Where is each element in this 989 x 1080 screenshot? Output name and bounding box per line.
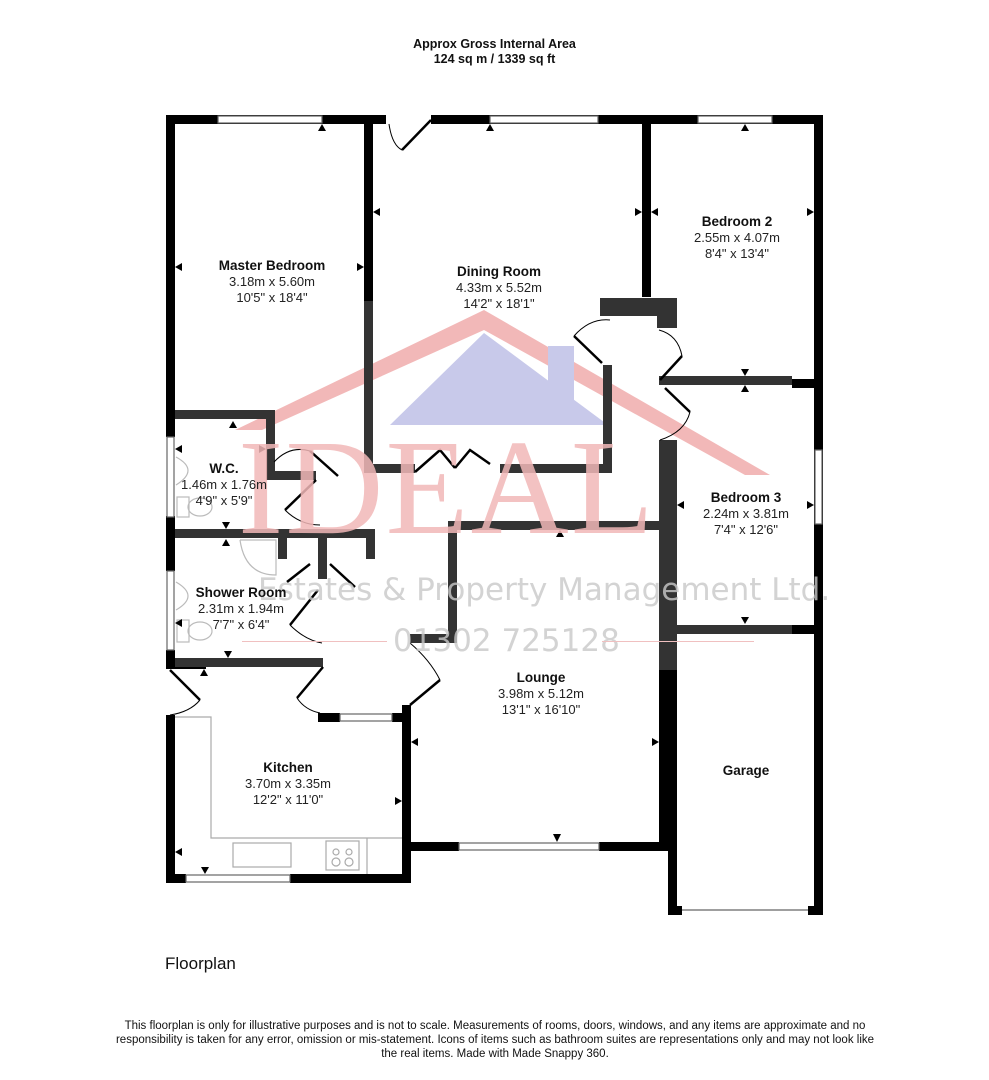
room-name: Bedroom 3	[710, 490, 782, 505]
room-name: Master Bedroom	[218, 258, 326, 273]
hob-icon	[325, 840, 360, 871]
room-imperial: 13'1" x 16'10"	[501, 702, 581, 717]
room-metric: 1.46m x 1.76m	[181, 477, 267, 492]
watermark-rule-right	[602, 641, 754, 642]
watermark-brand: IDEAL	[238, 413, 656, 563]
wc-basin-icon	[175, 456, 189, 486]
room-metric: 2.55m x 4.07m	[694, 230, 780, 245]
room-name: Shower Room	[195, 585, 287, 600]
sink-icon	[232, 842, 292, 868]
room-bedroom-3: Bedroom 3 2.24m x 3.81m 7'4" x 12'6"	[703, 490, 789, 538]
room-imperial: 14'2" x 18'1"	[463, 296, 535, 311]
room-name: Lounge	[516, 670, 566, 685]
shower-tray-icon	[239, 539, 277, 576]
shower-basin-icon	[175, 581, 189, 611]
room-garage: Garage	[723, 763, 770, 779]
room-kitchen: Kitchen 3.70m x 3.35m 12'2" x 11'0"	[245, 760, 331, 808]
room-wc: W.C. 1.46m x 1.76m 4'9" x 5'9"	[181, 461, 267, 509]
watermark-subtitle: Estates & Property Management Ltd.	[258, 572, 831, 608]
room-imperial: 12'2" x 11'0"	[252, 792, 324, 807]
watermark-roof-icon	[235, 310, 770, 475]
wc-toilet-icon	[176, 496, 190, 518]
kitchen-fixtures	[175, 716, 402, 874]
interior-walls	[175, 298, 792, 670]
dimension-arrows	[175, 124, 814, 874]
room-imperial: 7'4" x 12'6"	[713, 522, 779, 537]
area-value: 124 sq m / 1339 sq ft	[433, 52, 556, 66]
area-header: Approx Gross Internal Area 124 sq m / 13…	[0, 37, 989, 67]
room-bedroom-2: Bedroom 2 2.55m x 4.07m 8'4" x 13'4"	[694, 214, 780, 262]
room-metric: 3.70m x 3.35m	[245, 776, 331, 791]
bathroom-fixtures	[175, 456, 277, 643]
room-name: Dining Room	[457, 264, 541, 279]
area-title: Approx Gross Internal Area	[413, 37, 576, 51]
room-metric: 3.18m x 5.60m	[229, 274, 315, 289]
room-imperial: 10'5" x 18'4"	[236, 290, 308, 305]
windows	[166, 115, 823, 911]
room-metric: 3.98m x 5.12m	[498, 686, 584, 701]
room-shower-room: Shower Room 2.31m x 1.94m 7'7" x 6'4"	[196, 585, 287, 633]
watermark-rule-left	[242, 641, 387, 642]
room-name: W.C.	[209, 461, 239, 476]
watermark-phone: 01302 725128	[393, 623, 620, 659]
room-imperial: 8'4" x 13'4"	[704, 246, 770, 261]
room-imperial: 4'9" x 5'9"	[195, 493, 253, 508]
room-metric: 2.31m x 1.94m	[197, 601, 284, 616]
shower-toilet-icon	[176, 619, 190, 643]
floorplan-caption: Floorplan	[165, 954, 236, 973]
room-metric: 2.24m x 3.81m	[703, 506, 789, 521]
room-name: Bedroom 2	[701, 214, 773, 229]
room-name: Kitchen	[263, 760, 313, 775]
room-dining-room: Dining Room 4.33m x 5.52m 14'2" x 18'1"	[456, 264, 542, 312]
disclaimer-text: This floorplan is only for illustrative …	[115, 1020, 875, 1060]
room-master-bedroom: Master Bedroom 3.18m x 5.60m 10'5" x 18'…	[219, 258, 326, 306]
room-lounge: Lounge 3.98m x 5.12m 13'1" x 16'10"	[498, 670, 584, 718]
room-imperial: 7'7" x 6'4"	[212, 617, 270, 632]
room-name: Garage	[722, 763, 770, 778]
room-metric: 4.33m x 5.52m	[456, 280, 542, 295]
doors	[169, 119, 691, 716]
